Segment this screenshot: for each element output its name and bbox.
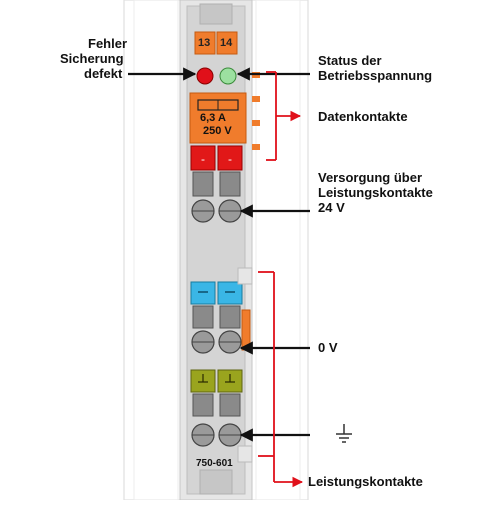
fuse-voltage: 250 V — [203, 125, 232, 137]
led-number-13: 13 — [198, 37, 211, 49]
power-contacts-bracket — [258, 271, 304, 488]
clamp-set-upper — [191, 171, 242, 223]
zero-volt-label: 0 V — [318, 340, 338, 355]
status-leds — [196, 67, 237, 85]
status-label-line2: Betriebsspannung — [318, 68, 433, 83]
power-contact-notches — [237, 267, 253, 463]
fuse-rating: 6,3 A — [200, 112, 226, 124]
minus-blocks — [190, 281, 243, 305]
plus-blocks: - - — [190, 145, 243, 171]
fault-led — [196, 67, 214, 85]
fault-label-line1: Fehler — [88, 36, 128, 51]
led-number-14: 14 — [220, 37, 233, 49]
ground-symbol-icon — [336, 424, 352, 443]
data-contacts-bracket — [266, 71, 302, 161]
supply-label-line2: Leistungskontakte — [318, 185, 433, 200]
clamp-set-lower — [191, 393, 242, 447]
svg-text:-: - — [228, 152, 232, 166]
supply-label-line3: 24 V — [318, 200, 345, 215]
supply-label-line1: Versorgung über — [318, 170, 423, 185]
fault-label-line2: Sicherung — [60, 51, 124, 66]
svg-text:-: - — [201, 152, 205, 166]
data-contacts-label: Datenkontakte — [318, 109, 408, 124]
ground-blocks — [190, 369, 243, 393]
led-number-tabs — [194, 31, 238, 55]
neighbor-module-outlines — [123, 0, 309, 501]
status-label-line1: Status der — [318, 53, 382, 68]
fuse-block — [189, 92, 247, 144]
clamp-set-middle — [191, 305, 251, 354]
black-arrows — [128, 67, 310, 442]
part-number: 750-601 — [196, 458, 233, 469]
fault-label-line3: defekt — [84, 66, 123, 81]
power-contacts-label: Leistungskontakte — [308, 474, 423, 489]
status-led — [219, 67, 237, 85]
